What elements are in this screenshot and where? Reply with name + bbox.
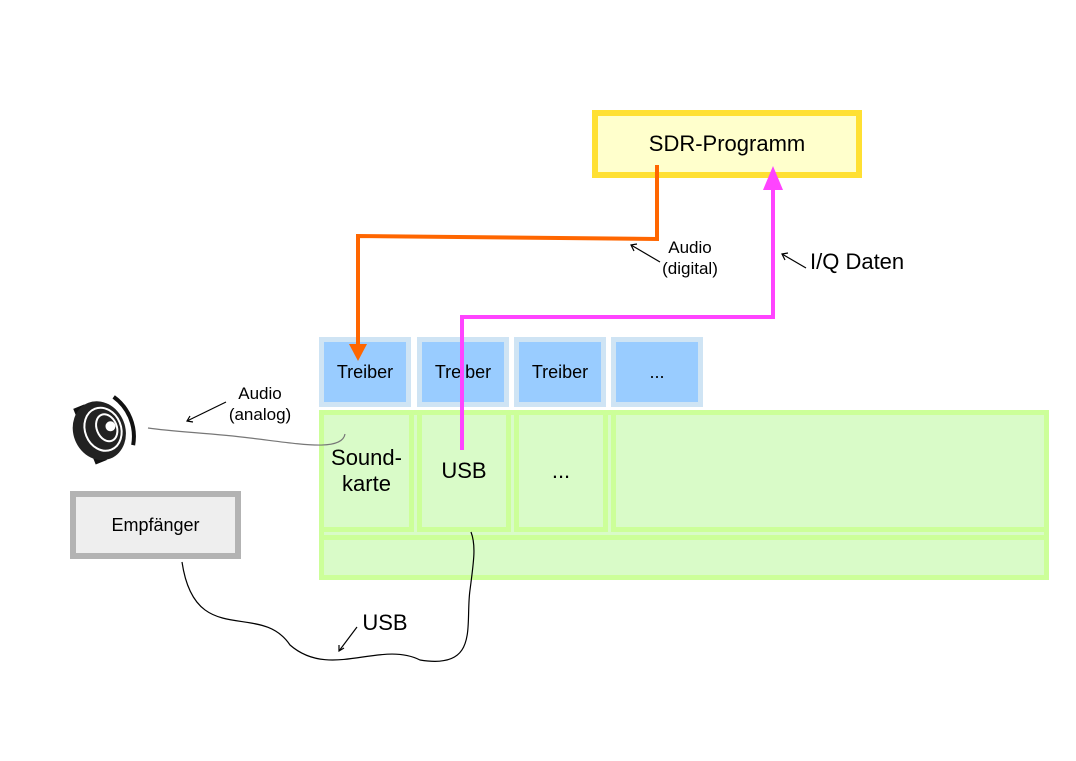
driver-soundcard: Treiber: [324, 342, 406, 402]
audio-digital-line: [356, 165, 659, 345]
iq-data-line: [460, 188, 775, 450]
hardware-bus: [319, 535, 1049, 580]
audio-analog-label: Audio (analog): [228, 384, 292, 425]
hardware-soundcard: Sound- karte: [319, 410, 414, 532]
usb-cable-label: USB: [362, 610, 408, 635]
hardware-extra-slot: [611, 410, 1049, 532]
usb-cable-pointer: [338, 626, 358, 653]
usb-cable: [181, 531, 475, 662]
driver-cell-other: Treiber: [514, 337, 606, 407]
receiver-label: Empfänger: [111, 514, 200, 535]
audio-digital-pointer: [630, 243, 661, 263]
audio-digital-label: Audio (digital): [662, 238, 718, 279]
driver-other: Treiber: [519, 342, 601, 402]
driver-more: ...: [616, 342, 698, 402]
driver-cell-more: ...: [611, 337, 703, 407]
sdr-program-box: SDR-Programm: [592, 110, 862, 178]
hardware-more: ...: [514, 410, 608, 532]
speaker-icon: [72, 395, 136, 465]
iq-data-pointer: [781, 252, 807, 269]
iq-data-arrowhead: [763, 166, 783, 190]
sdr-program-label: SDR-Programm: [648, 131, 806, 156]
driver-cell-soundcard: Treiber: [319, 337, 411, 407]
audio-digital-arrowhead: [349, 344, 367, 361]
iq-data-label: I/Q Daten: [810, 249, 905, 274]
audio-analog-cable: [147, 427, 346, 446]
audio-analog-pointer: [186, 401, 227, 423]
receiver-box: Empfänger: [70, 491, 241, 559]
